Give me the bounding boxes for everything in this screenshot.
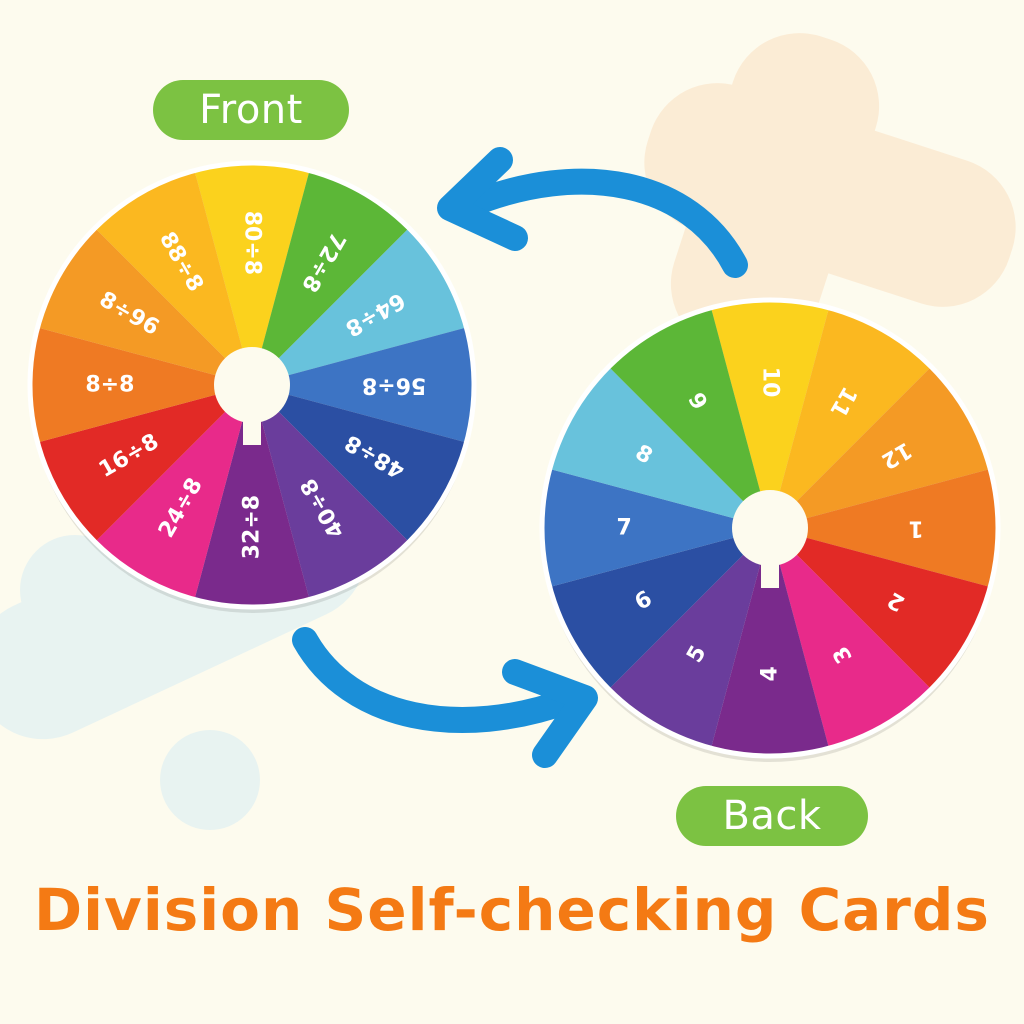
back-segment — [770, 469, 998, 587]
background-plus-shape — [644, 33, 1016, 357]
back-segment-label: 1 — [908, 516, 923, 541]
front-segment — [252, 327, 474, 443]
back-segment — [542, 469, 770, 587]
back-segment — [549, 366, 770, 528]
headline: Division Self-checking Cards — [34, 876, 990, 944]
back-segment — [711, 528, 829, 756]
back-notch — [761, 560, 779, 588]
back-segment-label: 4 — [758, 666, 783, 681]
front-notch — [243, 417, 261, 445]
front-segment — [252, 385, 467, 542]
back-segment — [711, 300, 829, 528]
back-segment — [770, 366, 991, 528]
back-segment — [770, 307, 932, 528]
back-segment — [608, 307, 770, 528]
back-segment — [608, 528, 770, 749]
back-label: Back — [676, 786, 868, 846]
front-segment — [95, 385, 252, 600]
front-segment — [252, 385, 409, 600]
back-segment-label: 7 — [616, 516, 631, 541]
front-segment — [194, 163, 310, 385]
back-center-hole — [732, 490, 808, 566]
arrow-to-front-icon — [437, 147, 748, 278]
front-segment-label: 56÷8 — [362, 373, 426, 398]
front-segment — [95, 170, 252, 385]
back-segment — [770, 528, 932, 749]
arrow-to-back-icon — [292, 627, 598, 768]
front-segment — [37, 385, 252, 542]
front-segment-label: 32÷8 — [240, 495, 265, 559]
front-segment — [252, 170, 409, 385]
back-segment — [770, 528, 991, 690]
front-center-hole — [214, 347, 290, 423]
front-segment-label: 8÷8 — [85, 373, 134, 398]
front-segment-label: 80÷8 — [240, 211, 265, 275]
front-label: Front — [153, 80, 349, 140]
front-segment — [30, 327, 252, 443]
front-segment — [194, 385, 310, 607]
front-segment — [252, 228, 467, 385]
back-segment — [549, 528, 770, 690]
front-segment — [37, 228, 252, 385]
back-segment-label: 10 — [758, 367, 783, 398]
